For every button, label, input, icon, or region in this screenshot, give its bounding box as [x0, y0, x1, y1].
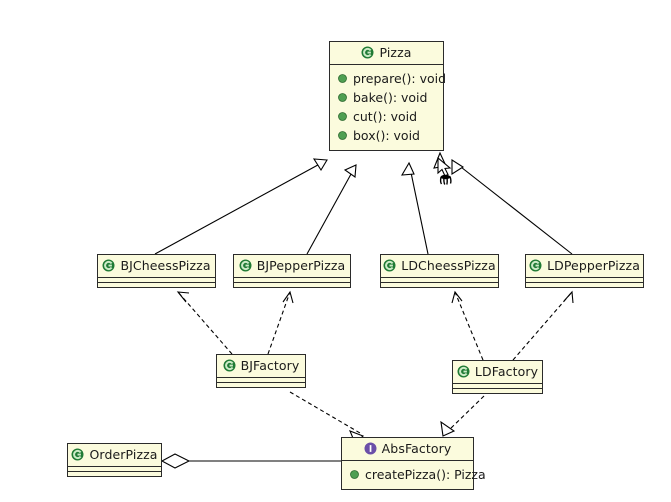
class-box-ldfactory[interactable]: LDFactory	[452, 360, 543, 394]
class-header-orderpizza: OrderPizza	[68, 444, 161, 466]
member-row: createPizza(): Pizza	[350, 465, 486, 484]
class-icon	[223, 359, 236, 372]
class-box-bjpepperpizza[interactable]: BJPepperPizza	[233, 254, 351, 288]
methods-compartment	[217, 383, 305, 387]
compartment-separator	[98, 277, 215, 278]
class-icon	[383, 259, 396, 272]
class-name-label: LDPepperPizza	[547, 258, 640, 273]
class-header-pizza: Pizza	[330, 42, 443, 64]
class-header-ldfactory: LDFactory	[453, 361, 542, 383]
class-name-label: LDFactory	[474, 364, 539, 379]
class-members-pizza: prepare(): void bake(): void cut(): void…	[330, 65, 446, 150]
member-label: prepare(): void	[353, 71, 447, 86]
methods-compartment	[453, 389, 542, 393]
interface-members-absfactory: createPizza(): Pizza	[342, 461, 486, 489]
class-icon	[361, 46, 374, 59]
edge-dependency-bjfactory-bjpepperpizza	[267, 290, 294, 355]
methods-compartment	[381, 283, 498, 287]
class-name-label: BJPepperPizza	[256, 258, 346, 273]
compartment-separator	[453, 383, 542, 384]
member-label: createPizza(): Pizza	[365, 467, 486, 482]
class-box-bjcheesspizza[interactable]: BJCheessPizza	[97, 254, 216, 288]
class-name-label: LDCheessPizza	[401, 258, 496, 273]
compartment-separator	[234, 282, 350, 283]
edge-generalization-ldpepperpizza-pizza	[451, 158, 573, 255]
class-name-label: BJFactory	[240, 358, 300, 373]
class-box-ldcheesspizza[interactable]: LDCheessPizza	[380, 254, 499, 288]
method-icon	[338, 131, 347, 140]
methods-compartment	[234, 283, 350, 287]
member-label: bake(): void	[353, 90, 428, 105]
method-icon	[338, 112, 347, 121]
method-icon	[350, 470, 359, 479]
compartment-separator	[330, 64, 443, 65]
class-header-bjpepperpizza: BJPepperPizza	[234, 255, 350, 277]
compartment-separator	[217, 382, 305, 383]
member-row: box(): void	[338, 126, 435, 145]
edge-generalization-bjpepperpizza-pizza	[306, 164, 357, 255]
edge-realization-bjfactory-absfactory	[289, 391, 365, 444]
member-row: bake(): void	[338, 88, 435, 107]
edge-dependency-ldfactory-ldcheesspizza	[451, 290, 484, 361]
compartment-separator	[98, 282, 215, 283]
class-box-ldpepperpizza[interactable]: LDPepperPizza	[525, 254, 644, 288]
edge-realization-ldfactory-absfactory	[440, 395, 485, 437]
class-icon	[529, 259, 542, 272]
edge-dependency-ldfactory-ldpepperpizza	[512, 290, 574, 361]
member-label: box(): void	[353, 128, 420, 143]
class-header-ldcheesspizza: LDCheessPizza	[381, 255, 498, 277]
compartment-separator	[68, 471, 161, 472]
methods-compartment	[526, 283, 643, 287]
edge-aggregation-orderpizza-absfactory	[160, 453, 341, 469]
method-icon	[338, 74, 347, 83]
member-label: cut(): void	[353, 109, 418, 124]
compartment-separator	[381, 282, 498, 283]
class-header-absfactory: AbsFactory	[342, 438, 473, 460]
compartment-separator	[453, 388, 542, 389]
class-icon	[71, 448, 84, 461]
edge-generalization-arrowhead-extra	[433, 151, 447, 169]
compartment-separator	[526, 282, 643, 283]
compartment-separator	[217, 377, 305, 378]
class-header-bjcheesspizza: BJCheessPizza	[98, 255, 215, 277]
edge-dependency-bjfactory-bjcheesspizza	[176, 291, 233, 355]
class-header-ldpepperpizza: LDPepperPizza	[526, 255, 643, 277]
interface-name-label: AbsFactory	[381, 441, 452, 456]
methods-compartment	[98, 283, 215, 287]
edge-generalization-bjcheesspizza-pizza	[154, 158, 328, 255]
pointer-cursor	[437, 156, 463, 191]
compartment-separator	[234, 277, 350, 278]
compartment-separator	[526, 277, 643, 278]
member-row: prepare(): void	[338, 69, 446, 88]
class-icon	[457, 365, 470, 378]
class-name-label: Pizza	[379, 45, 412, 60]
class-box-absfactory[interactable]: AbsFactory createPizza(): Pizza	[341, 437, 486, 490]
class-name-label: OrderPizza	[89, 447, 158, 462]
member-row: cut(): void	[338, 107, 435, 126]
method-icon	[338, 93, 347, 102]
interface-icon	[364, 442, 377, 455]
class-icon	[239, 259, 252, 272]
methods-compartment	[68, 472, 161, 476]
class-box-bjfactory[interactable]: BJFactory	[216, 354, 306, 388]
compartment-separator	[381, 277, 498, 278]
edge-generalization-ldcheesspizza-pizza	[400, 161, 429, 255]
class-name-label: BJCheessPizza	[120, 258, 211, 273]
class-box-orderpizza[interactable]: OrderPizza	[67, 443, 162, 477]
compartment-separator	[342, 460, 473, 461]
compartment-separator	[68, 466, 161, 467]
class-icon	[102, 259, 115, 272]
class-header-bjfactory: BJFactory	[217, 355, 305, 377]
class-box-pizza[interactable]: Pizza prepare(): void bake(): void cut(	[329, 41, 446, 151]
